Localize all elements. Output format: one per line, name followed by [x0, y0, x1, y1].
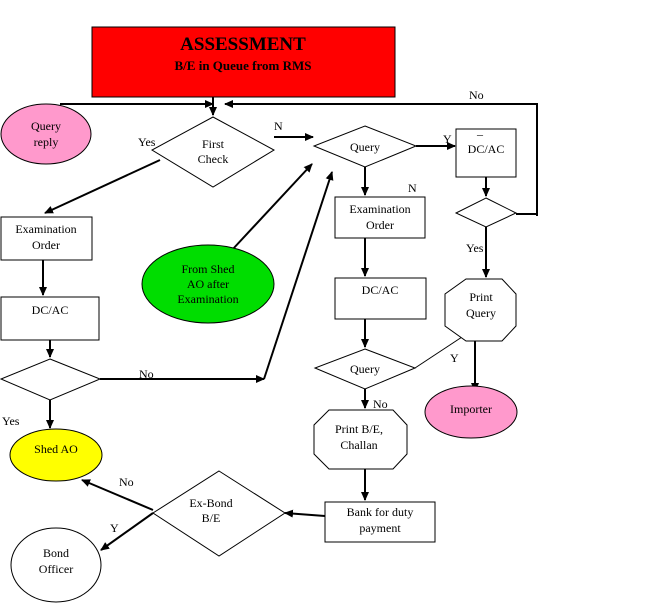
node-first-check: First Check	[150, 116, 276, 188]
from-shed-line-2: AO after	[187, 277, 229, 291]
print-be-line-1: Print B/E,	[335, 422, 383, 436]
label-no-left: No	[139, 367, 154, 381]
label-dash-query-top: –	[476, 127, 484, 141]
bank-line-1: Bank for duty	[347, 505, 414, 519]
node-shed-ao: Shed AO	[9, 428, 103, 482]
label-y-query-top: Y	[443, 132, 452, 146]
bond-officer-line-1: Bond	[43, 546, 69, 560]
edge-exbond-shedao	[81, 479, 154, 511]
query-top-label: Query	[350, 140, 380, 154]
edges	[39, 97, 538, 551]
edge-querymid-printquery	[414, 336, 463, 369]
exam-mid-line-2: Order	[366, 218, 394, 232]
from-shed-line-3: Examination	[177, 292, 238, 306]
dcac-top-label: DC/AC	[468, 142, 505, 156]
edge-exbond-bondofficer	[100, 512, 154, 551]
node-dcac-left: DC/AC	[0, 296, 100, 341]
node-print-be: Print B/E, Challan	[313, 409, 408, 470]
label-yes-first: Yes	[138, 135, 156, 149]
label-n-query-top: N	[408, 181, 417, 195]
exbond-line-1: Ex-Bond	[189, 496, 232, 510]
edge-firstcheck-exam	[44, 159, 161, 214]
label-y-exbond: Y	[110, 521, 119, 535]
query-reply-line-1: Query	[31, 119, 61, 133]
edge-loop-back	[224, 100, 538, 216]
node-exbond: Ex-Bond B/E	[152, 470, 286, 557]
label-no-query-mid: No	[373, 397, 388, 411]
first-check-line-2: Check	[198, 152, 229, 166]
assessment-title-box: ASSESSMENT B/E in Queue from RMS	[91, 26, 396, 98]
node-decision-right	[454, 197, 518, 228]
node-exam-order-mid: Examination Order	[334, 196, 426, 239]
bank-line-2: payment	[359, 521, 401, 535]
print-query-line-2: Query	[466, 306, 496, 320]
exbond-line-2: B/E	[202, 511, 221, 525]
bond-officer-line-2: Officer	[39, 562, 73, 576]
node-importer: Importer	[424, 385, 518, 439]
shed-ao-label: Shed AO	[34, 442, 78, 456]
first-check-line-1: First	[202, 137, 225, 151]
node-dcac-top: DC/AC	[455, 128, 517, 178]
edge-fromshed-query	[231, 163, 313, 251]
edge-diagonal-up	[263, 171, 334, 380]
label-no-loop: No	[469, 88, 484, 102]
query-reply-line-2: reply	[34, 135, 59, 149]
node-bond-officer: Bond Officer	[10, 527, 102, 603]
title-line-2: B/E in Queue from RMS	[175, 58, 312, 73]
node-query-reply: Query reply	[0, 103, 92, 165]
label-yes-left: Yes	[2, 414, 20, 428]
exam-mid-line-1: Examination	[349, 202, 410, 216]
node-decision-left	[0, 358, 102, 401]
node-from-shed: From Shed AO after Examination	[141, 244, 275, 324]
importer-label: Importer	[450, 402, 492, 416]
print-query-line-1: Print	[469, 290, 493, 304]
title-line-1: ASSESSMENT	[180, 34, 306, 55]
edge-labels: Yes N Y – No N Yes No Yes Y No No Y	[2, 88, 484, 535]
node-print-query: Print Query	[444, 278, 517, 342]
exam-left-line-1: Examination	[15, 222, 76, 236]
exam-left-line-2: Order	[32, 238, 60, 252]
dcac-mid-label: DC/AC	[362, 283, 399, 297]
print-be-line-2: Challan	[340, 438, 377, 452]
dcac-left-label: DC/AC	[32, 303, 69, 317]
query-mid-label: Query	[350, 362, 380, 376]
from-shed-line-1: From Shed	[181, 262, 234, 276]
node-dcac-mid: DC/AC	[334, 277, 427, 320]
label-y-query-mid: Y	[450, 351, 459, 365]
edge-bank-exbond	[284, 509, 326, 518]
node-query-top: Query	[312, 125, 418, 168]
node-query-mid: Query	[313, 348, 417, 390]
node-exam-order-left: Examination Order	[0, 216, 93, 261]
node-bank: Bank for duty payment	[324, 501, 436, 543]
label-yes-right: Yes	[466, 241, 484, 255]
label-n-first: N	[274, 119, 283, 133]
label-no-exbond: No	[119, 475, 134, 489]
